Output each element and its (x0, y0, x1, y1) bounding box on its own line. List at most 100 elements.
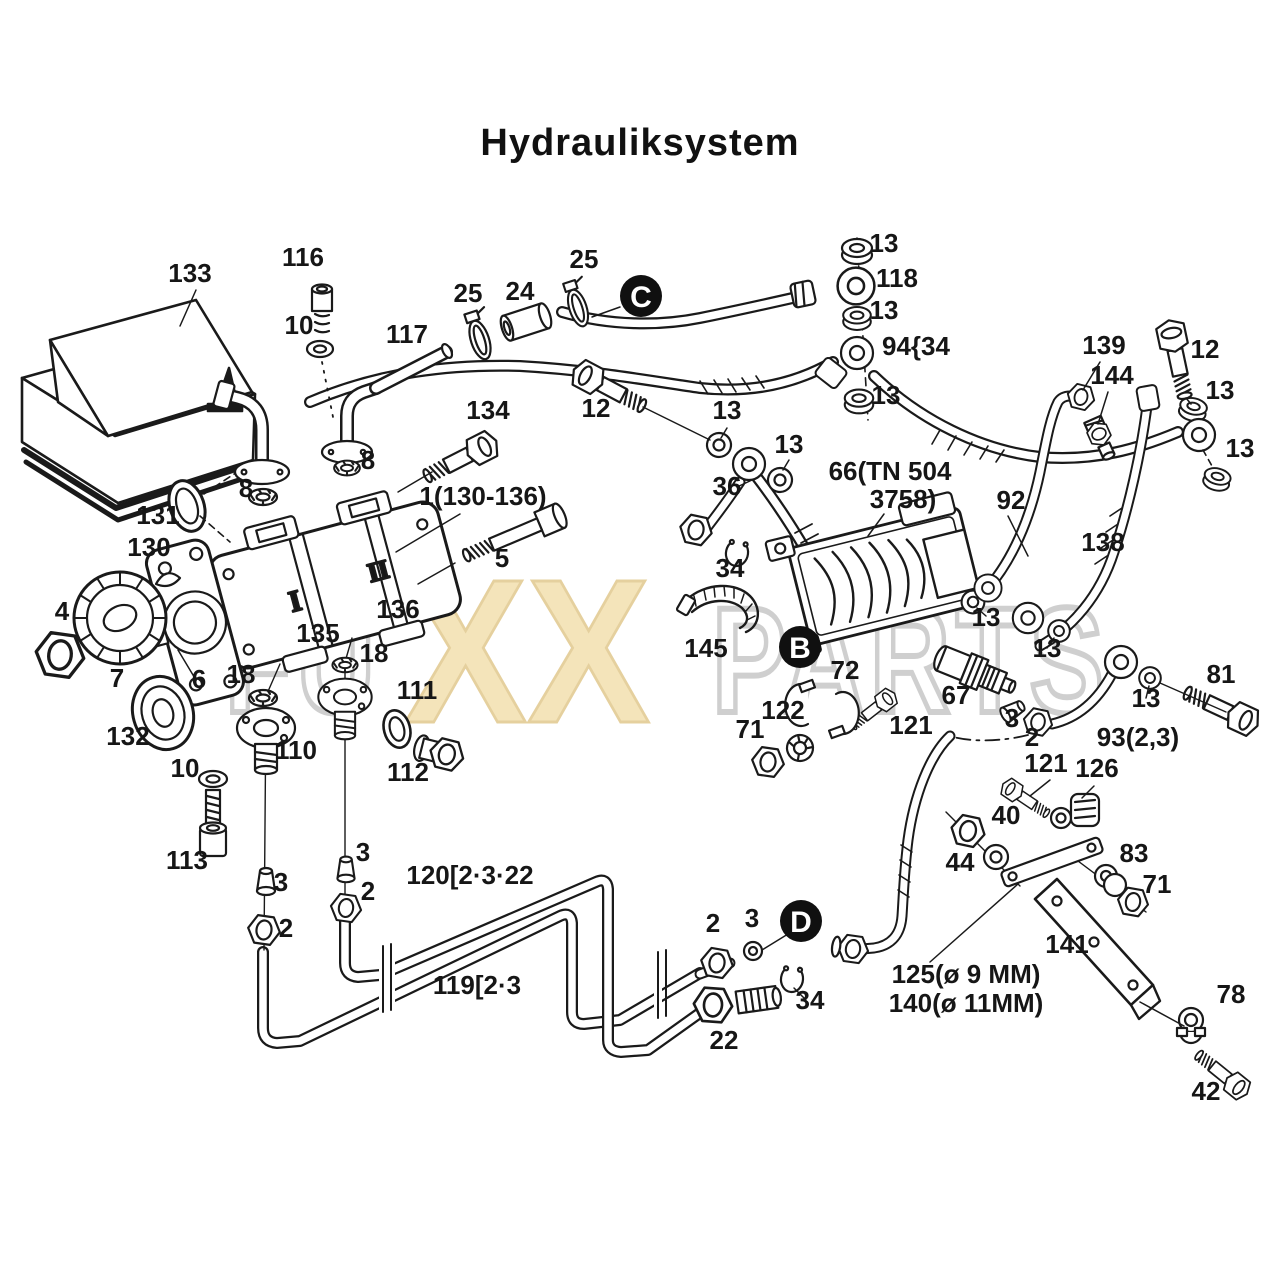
leader-lines (177, 289, 1185, 1027)
part-label-40: 40 (992, 800, 1021, 830)
part-label-113: 113 (166, 845, 208, 875)
section-marker-letter: D (790, 906, 812, 939)
part-label-13: 13 (872, 380, 901, 410)
part-label-8: 8 (361, 445, 375, 475)
part-label-13: 13 (1226, 433, 1255, 463)
part-label-112: 112 (387, 757, 429, 787)
part-label-3: 3 (1005, 703, 1019, 733)
part-label-139: 139 (1082, 330, 1125, 360)
part-label-138: 138 (1081, 527, 1124, 557)
section-marker-C: C (620, 275, 662, 317)
pressure-switch (933, 645, 1056, 739)
part-label-13: 13 (713, 395, 742, 425)
part-label-13: 13 (1132, 683, 1161, 713)
part-label-13: 13 (1033, 633, 1062, 663)
part-label-13: 13 (870, 228, 899, 258)
part-label-3: 3 (356, 837, 370, 867)
part-label-130: 130 (127, 532, 170, 562)
part-label-2: 2 (1025, 722, 1039, 752)
section-marker-letter: C (630, 281, 652, 314)
part-label-117: 117 (386, 319, 428, 349)
part-label-111: 111 (397, 675, 438, 705)
part-label-67: 67 (942, 680, 971, 710)
part-label-3: 3 (745, 903, 759, 933)
part-label-13: 13 (1206, 375, 1235, 405)
part-label-110: 110 (275, 735, 317, 765)
pump-outlet-fittings (212, 275, 598, 507)
part-label-2: 2 (361, 876, 375, 906)
part-label-34: 34 (796, 985, 825, 1015)
part-label-13: 13 (972, 602, 1001, 632)
part-label-25: 25 (570, 244, 599, 274)
part-label-133: 133 (168, 258, 211, 288)
part-label-121: 121 (889, 710, 932, 740)
section-marker-letter: B (789, 632, 811, 665)
part-label-3758): 3758) (870, 484, 937, 514)
part-label-2: 2 (706, 908, 720, 938)
part-label-116: 116 (282, 242, 324, 272)
part-label-120[2·3·22: 120[2·3·22 (406, 860, 533, 890)
part-label-122: 122 (761, 695, 804, 725)
part-label-78: 78 (1217, 979, 1246, 1009)
page-title: Hydrauliksystem (480, 122, 799, 164)
part-label-18: 18 (227, 659, 256, 689)
part-label-7: 7 (110, 663, 124, 693)
part-label-34: 34 (716, 553, 745, 583)
part-label-72: 72 (831, 655, 860, 685)
part-label-118: 118 (876, 263, 918, 293)
part-label-93(2,3): 93(2,3) (1097, 722, 1179, 752)
reservoir-box (20, 298, 257, 523)
section-marker-D: D (780, 900, 822, 942)
part-label-10: 10 (171, 753, 200, 783)
part-label-135: 135 (296, 618, 339, 648)
serrated-strap (675, 584, 759, 634)
section-marker-badges: C B D (620, 275, 822, 942)
part-label-92: 92 (997, 485, 1026, 515)
part-label-132: 132 (106, 721, 149, 751)
part-label-125(ø 9 MM): 125(ø 9 MM) (892, 959, 1041, 989)
part-label-18: 18 (360, 638, 389, 668)
part-label-71: 71 (736, 714, 765, 744)
part-label-81: 81 (1207, 659, 1236, 689)
pump-bottom-flanges (235, 637, 468, 951)
part-label-1(130-136): 1(130-136) (419, 481, 546, 511)
part-label-119[2·3: 119[2·3 (433, 970, 521, 1000)
part-label-5: 5 (495, 543, 509, 573)
part-label-12: 12 (582, 393, 611, 423)
part-label-13: 13 (775, 429, 804, 459)
mounting-bracket-group (945, 792, 1207, 1045)
part-label-12: 12 (1191, 334, 1220, 364)
part-label-13: 13 (870, 295, 899, 325)
part-label-36: 36 (713, 471, 742, 501)
part-label-2: 2 (279, 913, 293, 943)
assembly-bolts (197, 316, 1265, 1104)
part-label-42: 42 (1192, 1076, 1221, 1106)
part-label-24: 24 (506, 276, 535, 306)
part-label-25: 25 (454, 278, 483, 308)
section-marker-B: B (779, 626, 821, 668)
part-label-71: 71 (1143, 869, 1172, 899)
part-label-136: 136 (376, 594, 419, 624)
part-label-3: 3 (274, 867, 288, 897)
part-label-134: 134 (466, 395, 510, 425)
part-label-4: 4 (55, 596, 70, 626)
part-label-131: 131 (136, 500, 179, 530)
part-label-145: 145 (684, 633, 727, 663)
part-label-141: 141 (1045, 929, 1088, 959)
part-label-144: 144 (1090, 360, 1134, 390)
part-label-83: 83 (1120, 838, 1149, 868)
part-label-10: 10 (285, 310, 314, 340)
part-label-121: 121 (1024, 748, 1067, 778)
part-label-126: 126 (1075, 753, 1118, 783)
part-label-66(TN 504: 66(TN 504 (829, 456, 952, 486)
part-label-6: 6 (192, 664, 206, 694)
part-label-94{34: 94{34 (882, 331, 950, 361)
steel-pipes-119-120 (257, 874, 710, 1058)
clamp-group-72 (749, 678, 860, 780)
bottom-couplings (691, 932, 871, 1025)
part-label-140(ø 11MM): 140(ø 11MM) (889, 988, 1044, 1018)
part-label-22: 22 (710, 1025, 739, 1055)
